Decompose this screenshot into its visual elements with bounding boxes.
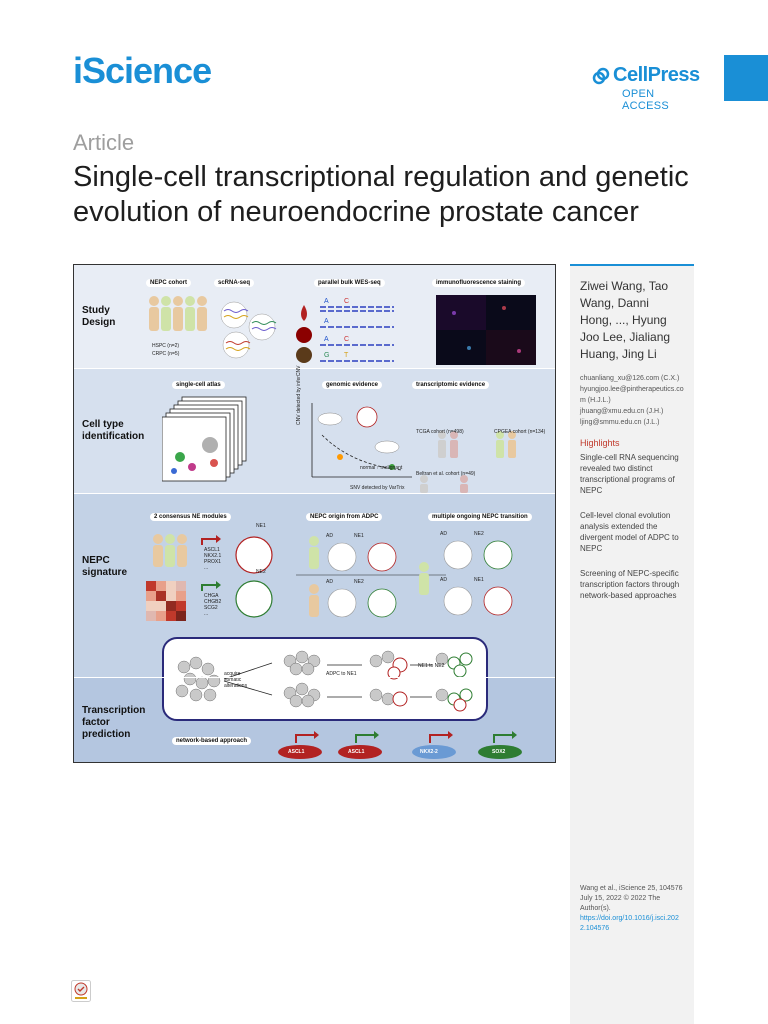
gene-arrow-ne1 [201,535,221,545]
cnv-snv-scatter [311,403,412,478]
publisher-name: CellPress [613,64,700,86]
tf-ascl1-b: ASCL1 [348,749,365,755]
svg-text:T: T [344,352,349,359]
svg-text:A: A [324,336,329,343]
label-ne1-b: NE1 [354,533,364,539]
label-tcga: TCGA cohort (n=498) [416,429,464,435]
label-network: network-based approach [172,737,252,745]
section-tf-prediction: Transcription factor prediction [82,705,146,740]
tf-arrows [295,731,517,743]
label-adpc-to-ne1: ADPC to NE1 [326,671,357,677]
label-ad-b: AD [326,579,333,585]
ne1-circle [235,536,273,574]
highlight-item: Screening of NEPC-specific transcription… [580,569,680,600]
email-link[interactable]: chuanliang_xu@126.com (C.X.) [580,375,680,382]
svg-text:A: A [324,318,329,325]
gene-arrow-ne2 [201,581,221,591]
study-design-illustration: A C A A C G T [149,295,536,365]
open-access-label: OPEN ACCESS [622,88,670,112]
label-ad-d: AD [440,577,447,583]
sequence-lines: A C A A C G T [320,298,394,362]
clonal-evolution-diagram [162,637,488,721]
section-nepc-signature: NEPC signature [82,555,128,578]
email-link[interactable]: hyungjoo.lee@pintherapeutics.com (H.J.L.… [580,386,684,404]
nepc-signature-illustration [146,534,513,621]
brand-tab [724,55,768,101]
label-ad-a: AD [326,533,333,539]
svg-text:G: G [324,352,329,359]
label-origin: NEPC origin from ADPC [306,513,383,521]
label-cnv-axis: CNV detected by inferCNV [296,365,302,425]
transcriptomic-people-icon [420,431,516,493]
label-scrna: scRNA-seq [214,279,255,287]
label-atlas: single-cell atlas [172,381,225,389]
label-crpc: CRPC (n=5) [152,351,180,357]
email-link[interactable]: ljing@smmu.edu.cn (J.L.) [580,419,660,426]
email-link[interactable]: jhuang@xmu.edu.cn (J.H.) [580,408,664,415]
label-beltran: Beltran et al. cohort (n=49) [416,471,476,477]
doi-link[interactable]: https://doi.org/10.1016/j.isci.2022.1045… [580,915,679,932]
article-title: Single-cell transcriptional regulation a… [73,161,689,228]
heatmap [146,581,186,621]
label-acquire: acquire somatic alterations [224,671,248,689]
ne2-circle [235,580,273,618]
tf-sox2: SOX2 [492,749,506,755]
label-ne1-c: NE1 [474,577,484,583]
tf-illustration [278,731,522,759]
label-ongoing: multiple ongoing NEPC transition [428,513,532,521]
label-bulk-wes: parallel bulk WES-seq [314,279,385,287]
cohort-people-icon [149,296,207,331]
highlight-item: Cell-level clonal evolution analysis ext… [580,511,679,553]
label-nepc-cohort: NEPC cohort [146,279,192,287]
publisher-logo: CellPress OPEN ACCESS [592,64,702,112]
label-normal-malignant: normal ↑ malignant [360,465,403,471]
citation-text: Wang et al., iScience 25, 104576 July 15… [580,885,683,912]
graphical-abstract: Study Design Cell type identification NE… [73,264,556,763]
label-consensus: 2 consensus NE modules [150,513,231,521]
crossmark-icon[interactable] [71,980,91,1002]
origin-people [309,536,319,617]
authors: Ziwei Wang, Tao Wang, Danni Hong, ..., H… [580,279,671,361]
ongoing-person [419,562,429,595]
citation: Wang et al., iScience 25, 104576 July 15… [580,884,684,934]
section-cell-type: Cell type identification [82,419,145,442]
label-ne1-to-ne2: NE1 to NE2 [418,663,445,669]
label-cpgea: CPGEA cohort (n=134) [494,429,546,435]
label-ad-c: AD [440,531,447,537]
svg-text:C: C [344,336,349,343]
cellpress-icon [592,67,610,84]
tf-ascl1-a: ASCL1 [288,749,305,755]
blood-tissue-icon [296,305,312,363]
sidebar: Ziwei Wang, Tao Wang, Danni Hong, ..., H… [570,264,694,1024]
signature-people-icon [153,534,187,567]
label-ne1-a: NE1 [256,523,266,529]
ne2-gene-list: CHGA CHGB2 SCG2 ... [204,593,222,617]
band-cell-type [74,369,555,493]
label-snv-axis: SNV detected by VarTrix [350,485,405,491]
article-type: Article [73,130,135,155]
journal-logo: iScience [73,50,212,91]
highlight-item: Single-cell RNA sequencing revealed two … [580,453,679,495]
label-transcriptomic: transcriptomic evidence [412,381,490,389]
label-ne2-c: NE2 [474,531,484,537]
label-hspc: HSPC (n=2) [152,343,180,349]
ne1-gene-list: ASCL1 NKX2.1 PROX1 ... [204,547,222,571]
label-genomic: genomic evidence [322,381,383,389]
atlas-stack [162,396,247,482]
svg-text:A: A [324,298,329,305]
scrna-circles [220,301,277,359]
highlights-heading: Highlights [580,438,620,448]
tf-nkx2-2: NKX2-2 [420,749,438,755]
label-ne2-b: NE2 [354,579,364,585]
label-if-staining: immunofluorescence staining [432,279,526,287]
section-study-design: Study Design [82,305,116,328]
email-list: chuanliang_xu@126.com (C.X.) hyungjoo.le… [580,373,684,428]
if-staining-images [436,295,536,365]
svg-text:C: C [344,298,349,305]
label-ne2-a: NE2 [256,569,266,575]
cell-atlas-illustration [162,396,516,493]
